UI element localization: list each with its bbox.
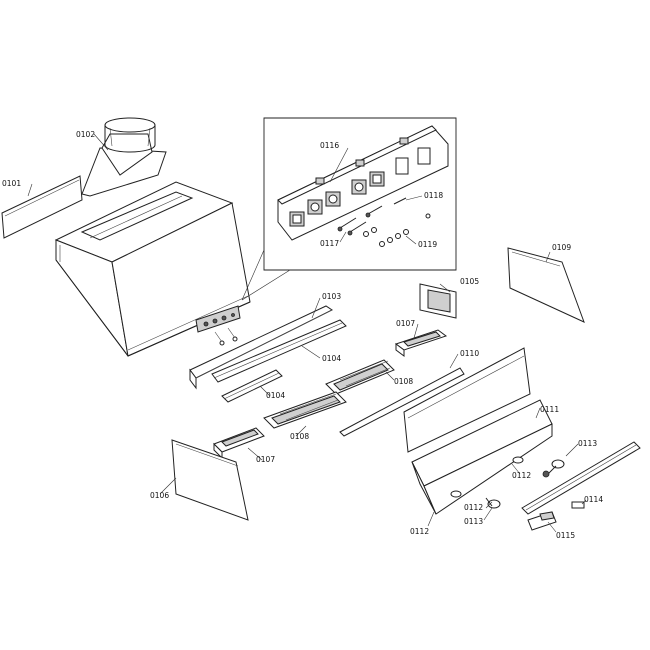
label-0108-upper: 0108 xyxy=(394,377,413,386)
part-0114-rail xyxy=(521,441,641,515)
part-0113-lamp-right xyxy=(542,459,565,478)
part-labels: 0101 0102 0103 0104 0104 0105 0106 0107 … xyxy=(2,130,603,540)
label-0118: 0118 xyxy=(424,191,443,200)
part-0101-panel xyxy=(1,175,83,239)
part-0103-trim-strip xyxy=(189,305,333,390)
part-0102-duct xyxy=(81,117,167,197)
label-0102: 0102 xyxy=(76,130,95,139)
part-0104-rail-upper xyxy=(211,319,347,383)
part-0111-lower-panel xyxy=(411,399,553,515)
hood-body xyxy=(54,181,251,357)
label-0117: 0117 xyxy=(320,239,339,248)
part-0107-filter-lower xyxy=(213,427,265,460)
label-0101: 0101 xyxy=(2,179,21,188)
label-0109: 0109 xyxy=(552,243,571,252)
label-0103: 0103 xyxy=(322,292,341,301)
label-0104-upper: 0104 xyxy=(322,354,341,363)
label-0116: 0116 xyxy=(320,141,339,150)
part-0110-front-panel xyxy=(339,347,531,453)
part-0108-filter-lower xyxy=(263,391,347,429)
leader-lines xyxy=(27,133,587,533)
label-0112-b: 0112 xyxy=(464,503,483,512)
label-0111: 0111 xyxy=(540,405,559,414)
part-0115-clip xyxy=(527,511,557,531)
label-0115: 0115 xyxy=(556,531,575,540)
label-0106: 0106 xyxy=(150,491,169,500)
part-0116-control-module xyxy=(277,125,449,247)
label-0107-lower: 0107 xyxy=(256,455,275,464)
label-0113-a: 0113 xyxy=(578,439,597,448)
part-0109-side-panel xyxy=(507,247,585,323)
label-0107-upper: 0107 xyxy=(396,319,415,328)
label-0112-a: 0112 xyxy=(512,471,531,480)
part-0108-filter-upper xyxy=(325,359,395,395)
part-0106-side-panel xyxy=(171,439,249,521)
label-0110: 0110 xyxy=(460,349,479,358)
part-0105-bracket xyxy=(419,283,457,319)
label-0119: 0119 xyxy=(418,240,437,249)
part-0104-rail-lower xyxy=(221,369,283,403)
label-0114: 0114 xyxy=(584,495,603,504)
label-0105: 0105 xyxy=(460,277,479,286)
part-0107-filter-upper xyxy=(394,329,448,357)
part-0113-lamp-left xyxy=(485,497,501,509)
label-0113-b: 0113 xyxy=(464,517,483,526)
label-0104-lower: 0104 xyxy=(266,391,285,400)
label-0112-c: 0112 xyxy=(410,527,429,536)
label-0108-lower: 0108 xyxy=(290,432,309,441)
